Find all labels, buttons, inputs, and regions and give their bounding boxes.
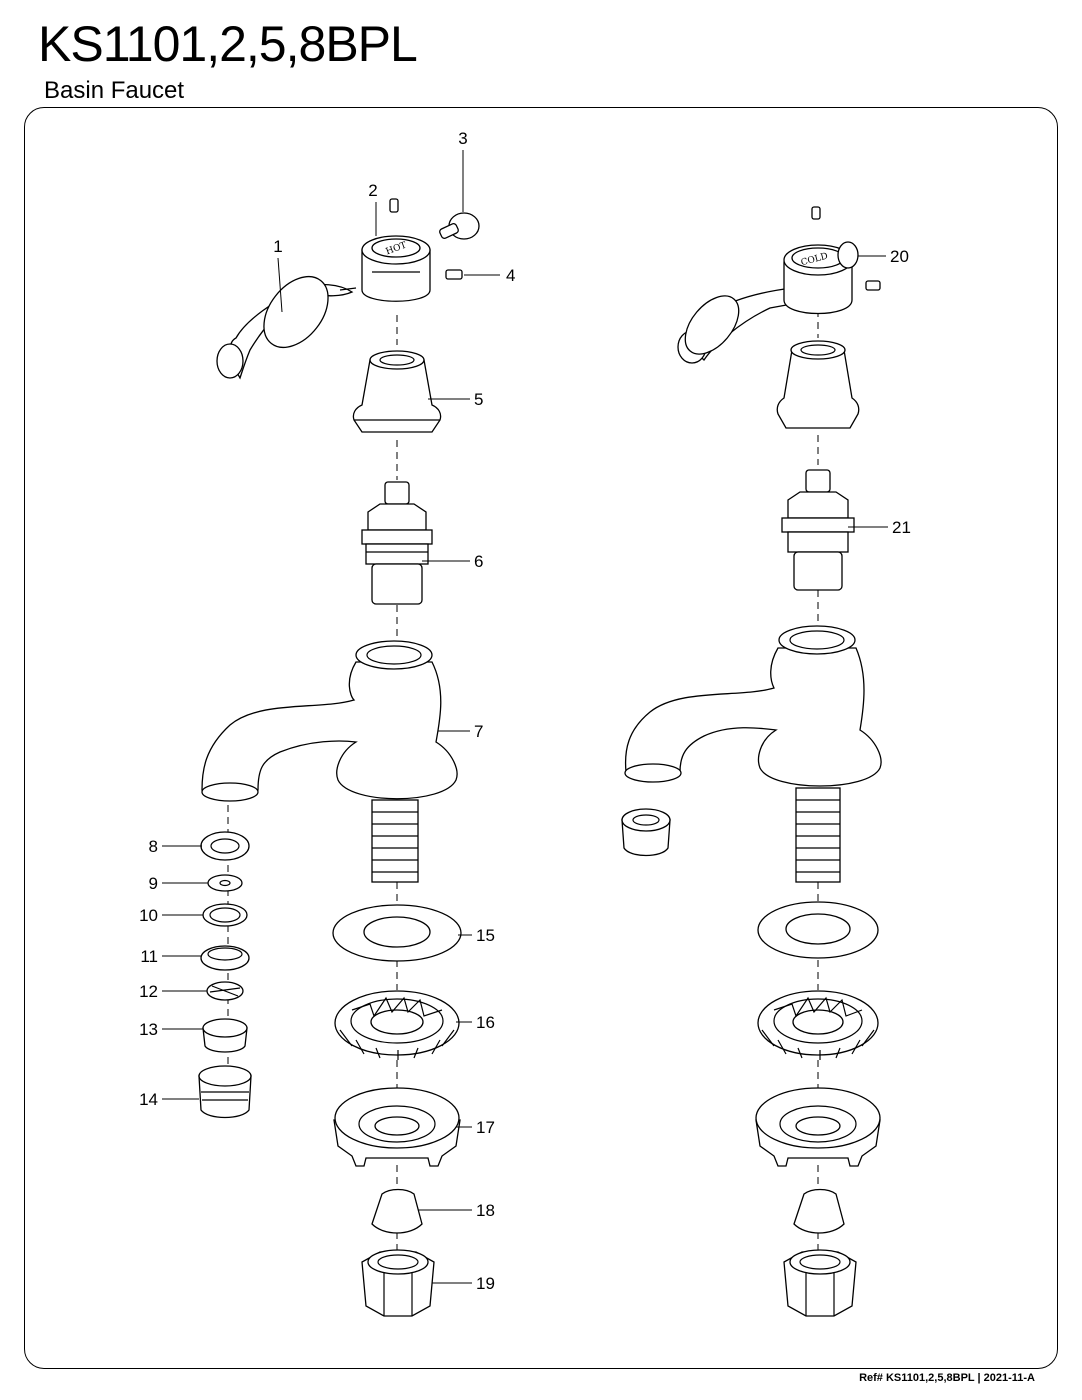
callout-14: 14 (139, 1090, 158, 1109)
callout-7: 7 (474, 722, 483, 741)
callout-6: 6 (474, 552, 483, 571)
callout-21: 21 (892, 518, 911, 537)
cold-cover-sleeve-part (776, 340, 860, 429)
cold-mounting-nut-part (755, 1087, 881, 1167)
callout-4: 4 (506, 266, 515, 285)
handle-base-part: HOT (361, 198, 431, 302)
callout-10: 10 (139, 906, 158, 925)
callout-9: 9 (149, 874, 158, 893)
cartridge-part (361, 481, 433, 605)
callout-1: 1 (273, 237, 282, 256)
toothed-lock-part (334, 990, 460, 1060)
lever-handle-part (216, 275, 357, 380)
cap-button-part (439, 212, 480, 240)
diagram-frame (24, 107, 1058, 1369)
callout-3: 3 (458, 129, 467, 148)
callout-2: 2 (368, 181, 377, 200)
washer-part (332, 904, 462, 962)
cold-handle-part: COLD (677, 206, 881, 364)
cold-cartridge-part (781, 469, 855, 591)
callout-17: 17 (476, 1118, 495, 1137)
cold-cone-washer-part (793, 1188, 845, 1234)
coupling-nut-part (361, 1249, 435, 1317)
callout-13: 13 (139, 1020, 158, 1039)
callout-12: 12 (139, 982, 158, 1001)
reference-number: Ref# KS1101,2,5,8BPL | 2021-11-A (859, 1372, 1035, 1384)
cold-toothed-lock-part (757, 990, 879, 1060)
cold-washer-part (757, 901, 879, 959)
hot-assembly: HOT (198, 198, 480, 1317)
callout-15: 15 (476, 926, 495, 945)
callout-16: 16 (476, 1013, 495, 1032)
cold-coupling-nut-part (783, 1249, 857, 1317)
set-screw-part (445, 269, 463, 280)
callout-labels: 1 2 3 4 5 6 7 8 9 10 11 12 13 14 15 16 1… (139, 129, 911, 1293)
callout-5: 5 (474, 390, 483, 409)
callout-11: 11 (140, 947, 158, 966)
callout-8: 8 (149, 837, 158, 856)
cone-washer-part (371, 1188, 423, 1234)
model-number-title: KS1101,2,5,8BPL (38, 16, 418, 72)
cover-sleeve-part (352, 350, 442, 433)
callout-19: 19 (476, 1274, 495, 1293)
product-subtitle: Basin Faucet (44, 77, 185, 104)
spout-body-part (201, 640, 458, 883)
aerator-stack (198, 831, 252, 1119)
callout-18: 18 (476, 1201, 495, 1220)
mounting-nut-part (333, 1087, 461, 1167)
callout-20: 20 (890, 247, 909, 266)
cold-assembly: COLD (621, 206, 882, 1317)
cold-spout-body-part (621, 625, 882, 883)
